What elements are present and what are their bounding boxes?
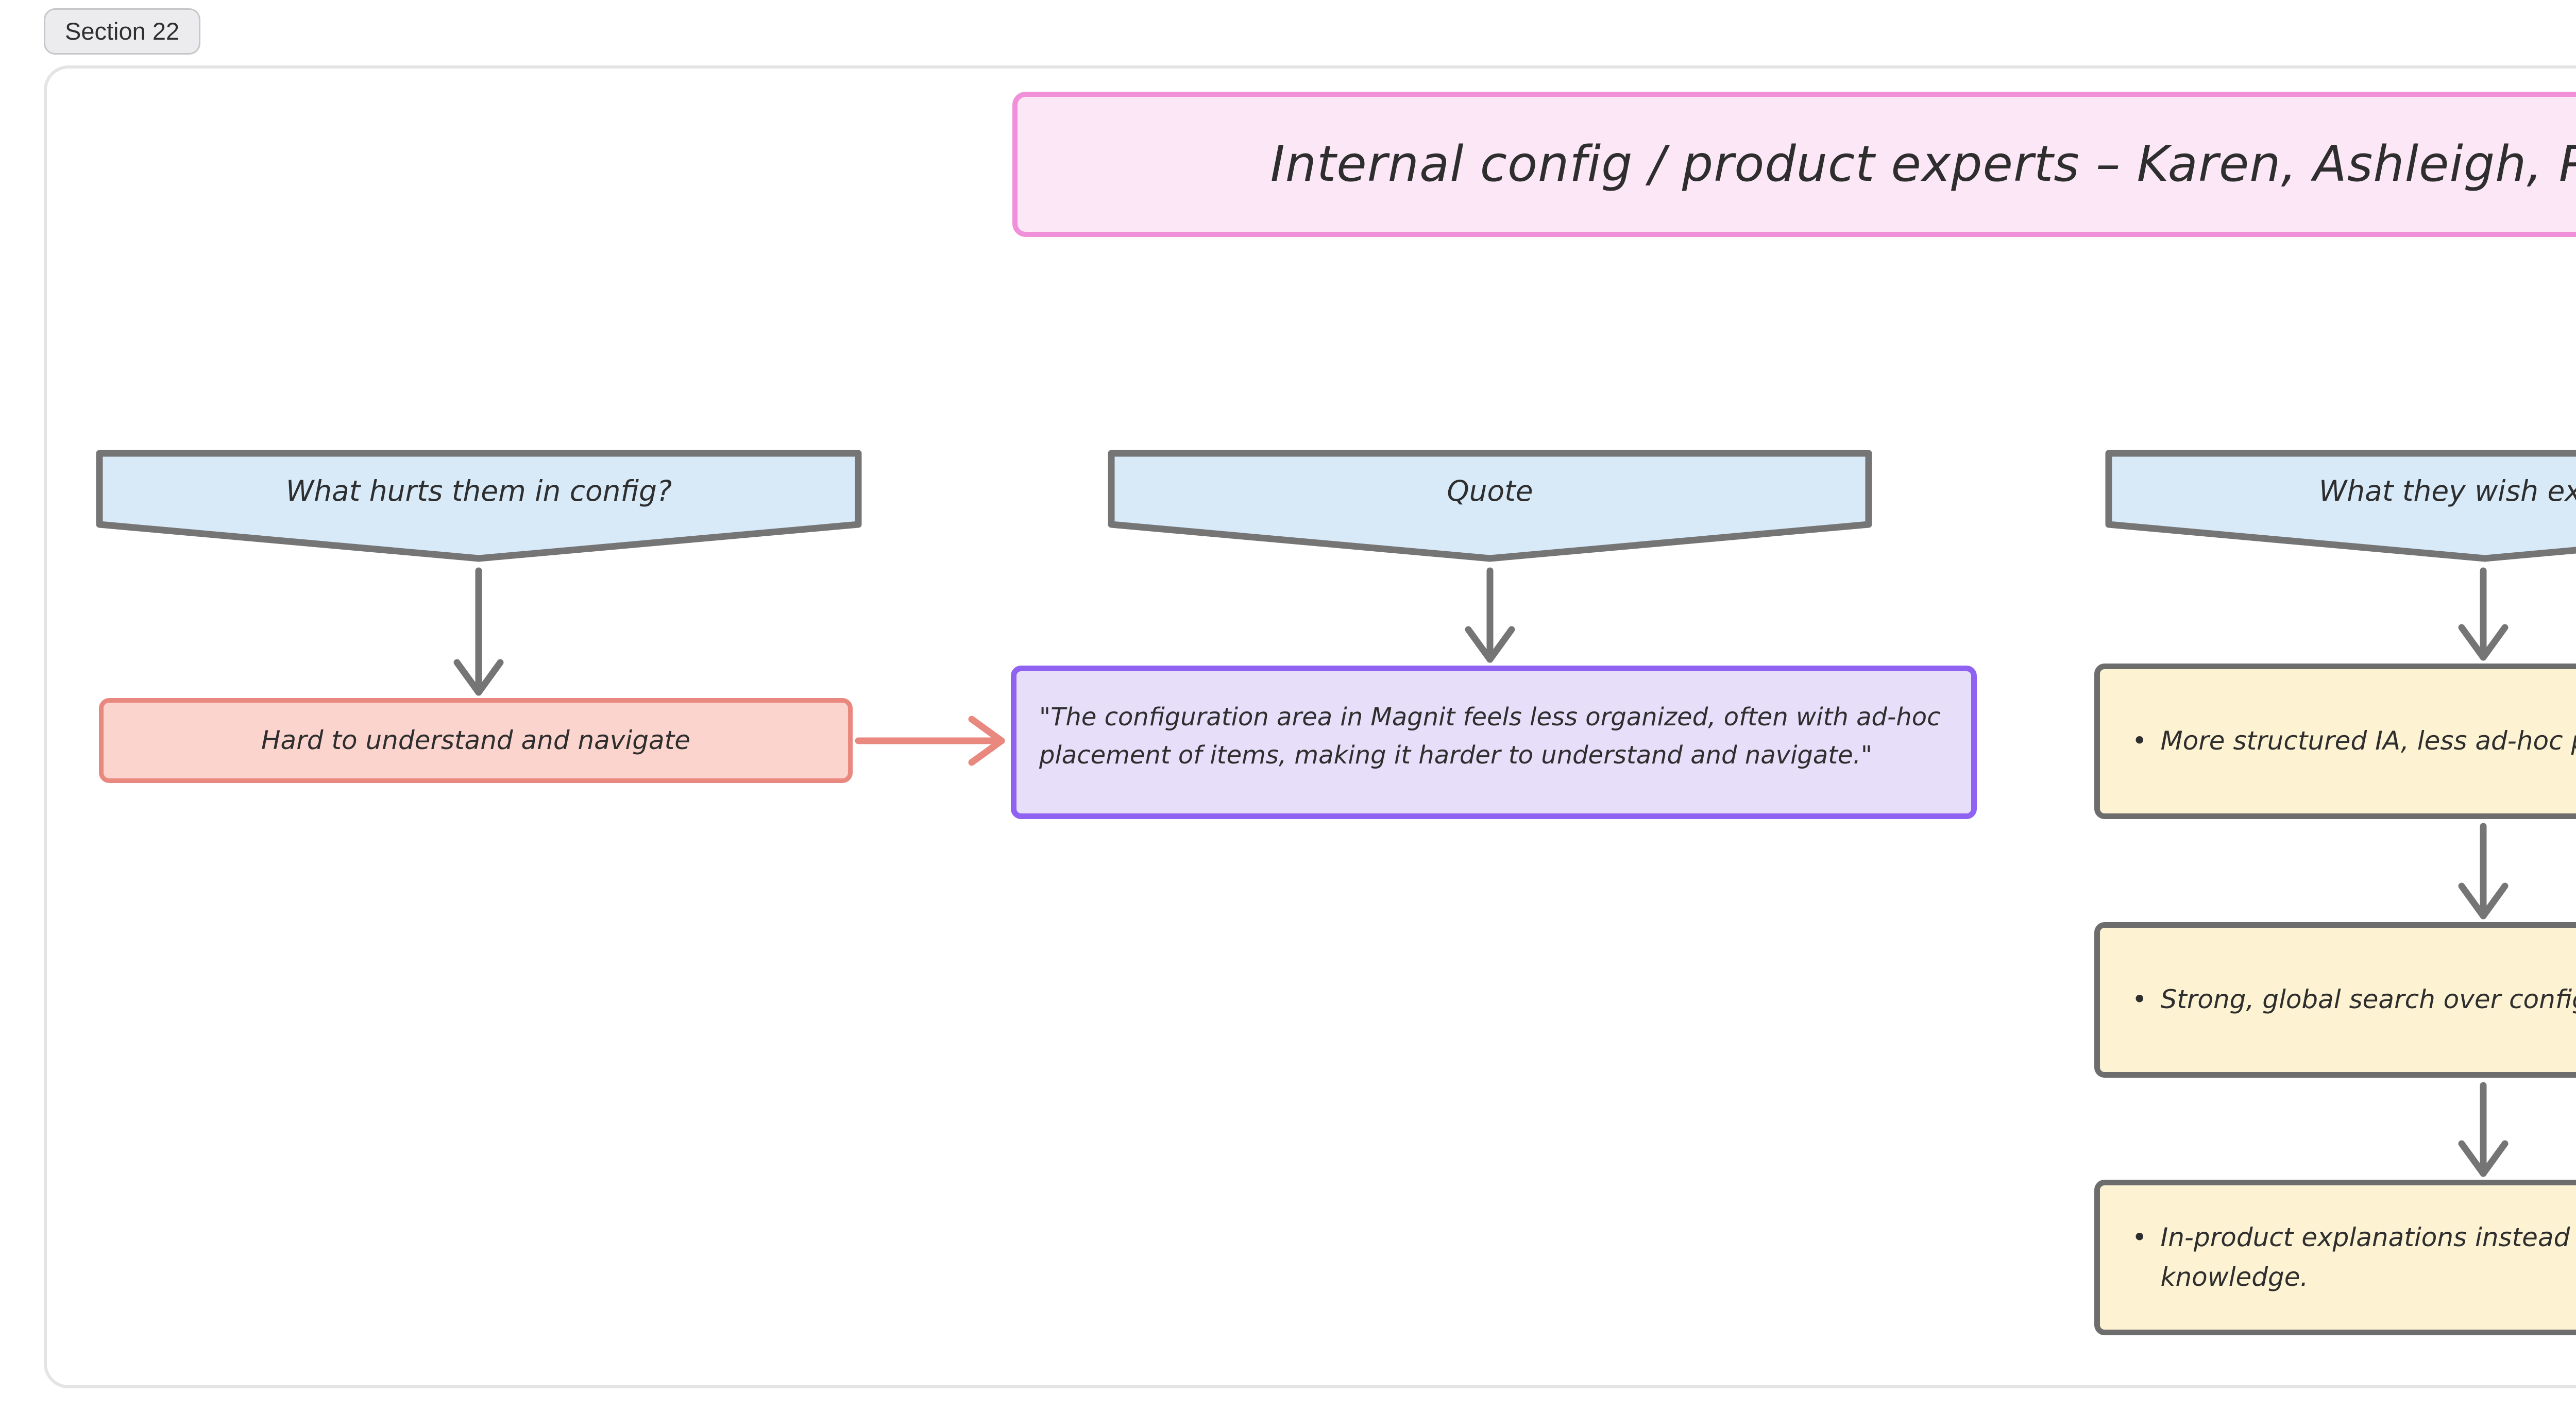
pennant-shape bbox=[2105, 450, 2576, 562]
bullet-dot: • bbox=[2132, 726, 2147, 756]
section-badge[interactable]: Section 22 bbox=[44, 8, 201, 55]
title-text: Internal config / product experts – Kare… bbox=[1270, 136, 2576, 193]
note-text: More structured IA, less ad-hoc placemen… bbox=[2160, 726, 2576, 756]
bullet-dot: • bbox=[2132, 984, 2147, 1015]
column-header-label: Quote bbox=[1447, 474, 1533, 507]
pennant-shape bbox=[1108, 450, 1872, 562]
note-wish-3[interactable]: • In-product explanations instead of tri… bbox=[2094, 1180, 2576, 1335]
header-pennant-wish[interactable]: What they wish existed bbox=[2104, 447, 2576, 563]
header-pennant-quote[interactable]: Quote bbox=[1106, 447, 1874, 563]
note-text: In-product explanations instead of triba… bbox=[2160, 1222, 2576, 1293]
note-quote[interactable]: "The configuration area in Magnit feels … bbox=[1011, 666, 1977, 819]
note-text: Hard to understand and navigate bbox=[261, 725, 691, 755]
note-wish-2[interactable]: • Strong, global search over config. bbox=[2094, 922, 2576, 1078]
bullet-dot: • bbox=[2132, 1222, 2147, 1252]
note-text: Strong, global search over config. bbox=[2160, 984, 2576, 1015]
pennant-shape bbox=[96, 450, 862, 562]
column-header-label: What they wish existed bbox=[2318, 474, 2576, 507]
title-box[interactable]: Internal config / product experts – Kare… bbox=[1012, 92, 2576, 237]
note-pain-point[interactable]: Hard to understand and navigate bbox=[99, 698, 853, 783]
header-pennant-pain[interactable]: What hurts them in config? bbox=[94, 447, 863, 563]
column-header-label: What hurts them in config? bbox=[285, 474, 672, 507]
note-wish-1[interactable]: • More structured IA, less ad-hoc placem… bbox=[2094, 664, 2576, 819]
note-text: "The configuration area in Magnit feels … bbox=[1039, 703, 1941, 770]
